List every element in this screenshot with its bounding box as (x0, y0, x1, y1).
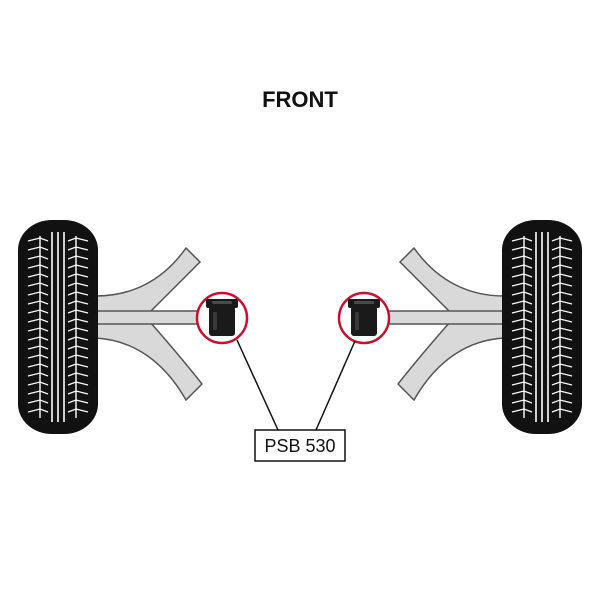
tread-sipe (27, 264, 49, 269)
tread-sipe (511, 363, 533, 368)
left-bushing-icon (206, 299, 238, 336)
tread-sipe (27, 372, 49, 377)
right-wishbone-arm (385, 246, 505, 402)
tread-sipe (27, 345, 49, 350)
tread-sipe (27, 318, 49, 323)
left-tyre-tread (27, 232, 89, 422)
tread-sipe (511, 399, 533, 404)
tread-sipe (511, 390, 533, 395)
tread-sipe (511, 264, 533, 269)
tread-sipe (511, 327, 533, 332)
tread-sipe (551, 291, 573, 296)
part-number-label: PSB 530 (254, 429, 346, 462)
tread-sipe (27, 273, 49, 278)
tread-sipe (67, 390, 89, 395)
tread-sipe (551, 345, 573, 350)
tread-sipe (551, 318, 573, 323)
tread-sipe (551, 336, 573, 341)
tread-sipe (67, 264, 89, 269)
tread-sipe (67, 381, 89, 386)
tread-sipe (67, 255, 89, 260)
right-tyre-tread (511, 232, 573, 422)
tread-sipe (67, 327, 89, 332)
left-arm-bar (95, 310, 205, 325)
tread-sipe (551, 264, 573, 269)
tread-sipe (511, 372, 533, 377)
tread-sipe (511, 291, 533, 296)
tread-sipe (551, 372, 573, 377)
tread-sipe (511, 318, 533, 323)
tread-sipe (27, 282, 49, 287)
tread-sipe (511, 354, 533, 359)
tread-sipe (511, 255, 533, 260)
tread-sipe (551, 354, 573, 359)
tread-sipe (27, 309, 49, 314)
tread-sipe (67, 246, 89, 251)
tread-sipe (67, 300, 89, 305)
tread-sipe (511, 381, 533, 386)
tread-sipe (551, 237, 573, 242)
tread-sipe (27, 354, 49, 359)
left-wheel-tyre-icon (18, 220, 98, 434)
tread-sipe (67, 336, 89, 341)
tread-sipe (67, 273, 89, 278)
tread-sipe (551, 408, 573, 413)
tread-sipe (27, 408, 49, 413)
tread-sipe (67, 318, 89, 323)
tread-sipe (511, 309, 533, 314)
tread-sipe (67, 237, 89, 242)
tread-sipe (511, 237, 533, 242)
tread-sipe (551, 390, 573, 395)
tread-sipe (511, 336, 533, 341)
part-label-box (254, 429, 346, 462)
right-arm-bar (385, 310, 505, 325)
tread-sipe (67, 282, 89, 287)
tread-sipe (551, 399, 573, 404)
part-label-text: PSB 530 (264, 436, 335, 456)
left-wishbone-arm (95, 246, 205, 402)
tread-sipe (511, 273, 533, 278)
tread-sipe (27, 336, 49, 341)
tread-sipe (67, 363, 89, 368)
tread-sipe (551, 309, 573, 314)
right-leader-line (315, 340, 356, 431)
tread-sipe (67, 291, 89, 296)
tread-sipe (67, 408, 89, 413)
tread-sipe (67, 399, 89, 404)
left-bushing-callout (195, 291, 249, 345)
tread-sipe (511, 300, 533, 305)
tread-sipe (27, 237, 49, 242)
tread-sipe (27, 291, 49, 296)
tread-sipe (27, 390, 49, 395)
tread-sipe (67, 372, 89, 377)
tread-sipe (27, 300, 49, 305)
tread-sipe (551, 381, 573, 386)
tread-sipe (551, 300, 573, 305)
tread-sipe (551, 273, 573, 278)
tread-sipe (551, 246, 573, 251)
tread-sipe (27, 255, 49, 260)
right-bushing-callout (337, 291, 391, 345)
tread-sipe (67, 345, 89, 350)
tread-sipe (551, 282, 573, 287)
tread-sipe (511, 408, 533, 413)
tread-sipe (67, 354, 89, 359)
right-wheel-tyre-icon (502, 220, 582, 434)
tread-sipe (27, 399, 49, 404)
tread-sipe (551, 255, 573, 260)
tread-sipe (27, 327, 49, 332)
tread-sipe (511, 345, 533, 350)
right-bushing-icon (348, 299, 380, 336)
tread-sipe (27, 381, 49, 386)
tread-sipe (551, 327, 573, 332)
tread-sipe (511, 282, 533, 287)
tread-sipe (27, 246, 49, 251)
tread-sipe (511, 246, 533, 251)
tread-sipe (551, 363, 573, 368)
tread-sipe (27, 363, 49, 368)
tread-sipe (67, 309, 89, 314)
left-leader-line (236, 339, 279, 431)
diagram-title: FRONT (262, 87, 338, 112)
